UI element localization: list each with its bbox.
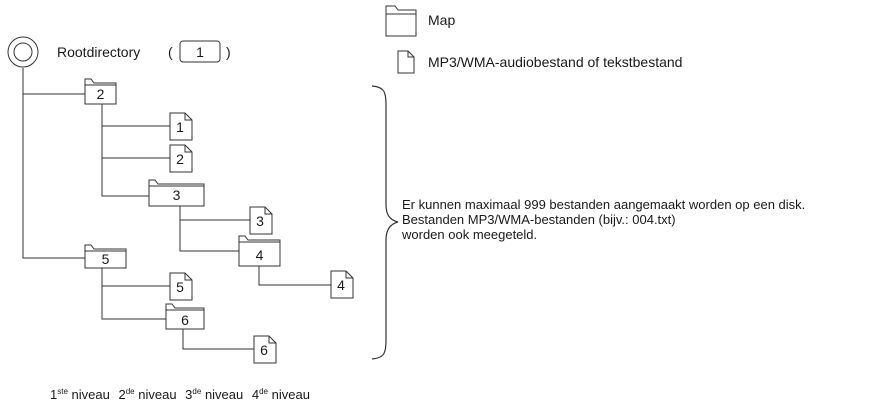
file-icon — [253, 335, 277, 364]
legend-file-label: MP3/WMA-audiobestand of tekstbestand — [428, 54, 683, 70]
file-number: 3 — [256, 213, 264, 229]
root-paren-close: ) — [226, 44, 231, 60]
root-number-box — [179, 40, 221, 63]
tree-connectors — [22, 68, 331, 350]
file-number: 6 — [260, 342, 268, 358]
folder-icon — [238, 235, 281, 267]
folder-number: 4 — [255, 247, 264, 263]
folder-number: 3 — [172, 187, 181, 203]
root-disc-icon — [7, 36, 39, 68]
file-icon — [169, 112, 193, 141]
file-number: 4 — [337, 277, 345, 293]
limit-note: Er kunnen maximaal 999 bestanden aangema… — [402, 197, 805, 242]
legend-folder-icon — [385, 5, 417, 37]
level-label-4: 4de niveau — [251, 387, 310, 402]
folder-number: 6 — [181, 312, 189, 328]
file-icon — [249, 206, 273, 235]
file-number: 5 — [176, 279, 184, 295]
file-icon — [169, 272, 193, 301]
curly-brace — [371, 85, 399, 360]
folder-icon — [84, 244, 127, 269]
level-label-1: 1ste niveau — [50, 387, 110, 402]
level-labels: 1ste niveau 2de niveau 3de niveau 4de ni… — [50, 387, 315, 403]
file-icon — [169, 144, 193, 173]
legend-file-icon — [397, 50, 415, 74]
file-number: 1 — [176, 119, 184, 135]
root-number: 1 — [196, 44, 204, 60]
folder-number: 5 — [101, 251, 110, 267]
root-label: Rootdirectory — [57, 44, 141, 60]
folder-icon — [165, 303, 205, 330]
note-line: Bestanden MP3/WMA-bestanden (bijv.: 004.… — [402, 212, 676, 227]
level-label-2: 2de niveau — [118, 387, 177, 402]
folder-icon — [84, 78, 117, 105]
note-line: Er kunnen maximaal 999 bestanden aangema… — [402, 197, 806, 212]
file-icon — [330, 270, 354, 299]
folder-icon — [148, 179, 205, 207]
note-line: worden ook meegeteld. — [402, 227, 538, 242]
legend-folder-label: Map — [428, 12, 456, 28]
level-label-3: 3de niveau — [185, 387, 244, 402]
root-paren-open: ( — [168, 44, 173, 60]
file-number: 2 — [176, 151, 184, 167]
folder-number: 2 — [96, 86, 105, 102]
